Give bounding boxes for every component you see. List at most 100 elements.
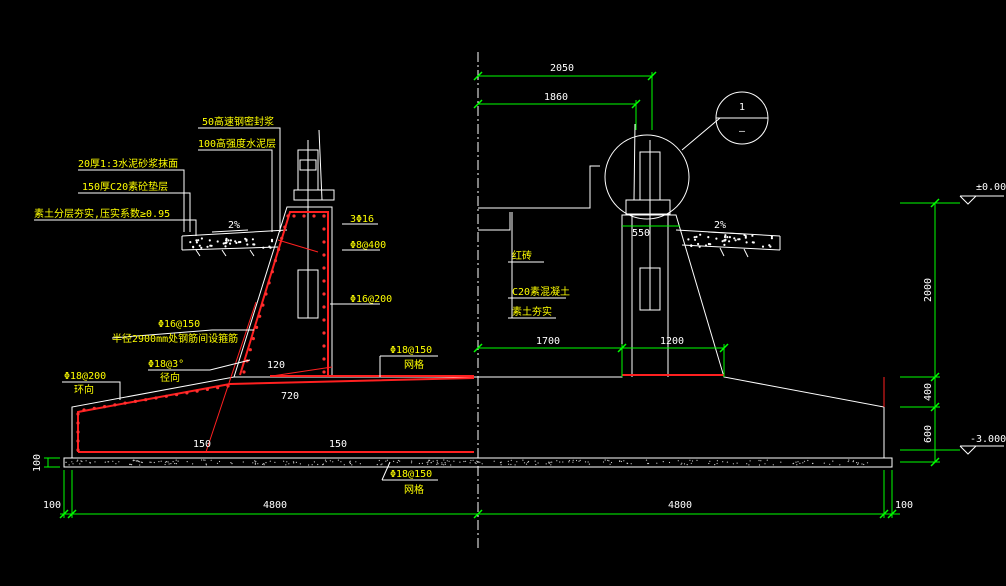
label-concrete: C20素混凝土: [512, 285, 570, 298]
rebar-dot: [251, 337, 255, 341]
hatch-dot: [436, 463, 438, 465]
hatch-dot: [441, 463, 443, 465]
hatch-dot: [550, 464, 552, 466]
hatch-dot: [694, 238, 697, 241]
hatch-dot: [72, 463, 74, 465]
hatch-dot: [139, 464, 141, 466]
hatch-dot: [343, 464, 345, 466]
hatch-dot: [265, 462, 267, 464]
hatch-dot: [80, 460, 82, 462]
hatch-dot: [525, 463, 528, 465]
hatch-dot: [551, 461, 553, 463]
label-ring-note: 半径2900mm处钢筋间设箍筋: [112, 332, 238, 345]
hatch-dot: [378, 459, 380, 462]
hatch-dot: [286, 461, 288, 463]
note-concrete-cushion: 150厚C20素砼垫层: [82, 180, 168, 193]
hatch-dot: [427, 461, 429, 463]
rebar-dot: [261, 303, 265, 307]
rebar-dot: [144, 398, 148, 402]
dim-4800-left: 4800: [263, 500, 287, 511]
hatch-dot: [568, 460, 571, 462]
hatch-dot: [418, 462, 420, 465]
label-sloped: Φ16@150: [158, 319, 200, 330]
label-radial-name: 径向: [160, 371, 180, 384]
hatch-dot: [572, 461, 574, 463]
hatch-dot: [292, 461, 295, 463]
label-soil: 素土夯实: [512, 305, 552, 318]
hatch-dot: [115, 463, 117, 465]
hatch-dot: [857, 462, 860, 464]
right-ground-layers: [675, 229, 781, 258]
hatch-dot: [772, 464, 774, 466]
dim-2000: 2000: [923, 278, 934, 302]
rebar-dot: [195, 389, 199, 393]
hatch-dot: [627, 462, 629, 465]
dim-100-left: 100: [43, 500, 61, 511]
hatch-dot: [662, 461, 664, 463]
hatch-dot: [322, 464, 324, 466]
hatch-dot: [224, 245, 227, 248]
rebar-dot: [185, 391, 189, 395]
hatch-dot: [448, 460, 450, 462]
hatch-dot: [397, 459, 399, 462]
hatch-dot: [575, 459, 578, 462]
label-stirrup: Φ8@400: [350, 240, 386, 251]
hatch-dot: [141, 461, 143, 464]
rebar-dot: [292, 214, 296, 218]
hatch-dot: [432, 460, 434, 462]
hatch-dot: [736, 462, 738, 464]
label-top-bars: 3Φ16: [350, 214, 374, 225]
note-leaders: [34, 127, 566, 481]
hatch-dot: [254, 462, 256, 464]
hatch-dot: [793, 462, 795, 464]
rebar-dot: [123, 401, 127, 405]
hatch-dot: [251, 238, 254, 241]
hatch-dot: [195, 241, 198, 244]
hatch-dot: [743, 233, 746, 237]
hatch-dot: [476, 460, 478, 462]
slope-right: 2%: [714, 220, 726, 231]
dim-2050: 2050: [550, 63, 574, 74]
hatch-dot: [623, 460, 625, 462]
hatch-dot: [681, 462, 683, 464]
rebar-dot: [322, 305, 326, 309]
hatch-dot: [206, 245, 209, 248]
rebar-dot: [258, 314, 262, 318]
hatch-dot: [645, 459, 648, 461]
hatch-dot: [288, 463, 290, 465]
label-bottom-mesh-name: 网格: [404, 483, 424, 496]
hatch-dot: [376, 464, 378, 466]
rebar-dot: [322, 240, 326, 244]
label-brick: 红砖: [512, 249, 532, 262]
rebar-dots: [76, 214, 326, 452]
hatch-dot: [707, 236, 710, 239]
hatch-dot: [107, 461, 109, 463]
hatch-dot: [770, 235, 774, 238]
hatch-dot: [269, 460, 271, 462]
hatch-dot: [588, 463, 591, 465]
hatch-dot: [751, 234, 754, 237]
rebar-dot: [270, 270, 274, 274]
dimension-ticks: [59, 71, 940, 519]
note-top-surface: 50高速钢密封浆: [202, 115, 274, 128]
rebar-dot: [76, 421, 80, 425]
dim-550: 550: [632, 228, 650, 239]
hatch-dot: [222, 242, 225, 245]
hatch-dot: [138, 460, 140, 463]
hatch-dot: [158, 461, 160, 463]
hatch-dot: [104, 461, 106, 463]
left-ground-layers: [181, 229, 288, 257]
hatch-dot: [847, 460, 849, 463]
rebar-dot: [322, 292, 326, 296]
hatch-dot: [744, 235, 747, 238]
hatch-dot: [254, 463, 256, 465]
hatch-dot: [647, 462, 649, 465]
hatch-dot: [189, 241, 192, 244]
hatch-dot: [716, 460, 719, 462]
rebar-dot: [322, 266, 326, 270]
rebar-dot: [264, 292, 268, 296]
hatch-dot: [172, 461, 174, 463]
hatch-dot: [453, 460, 455, 462]
hatch-dot: [210, 459, 212, 461]
